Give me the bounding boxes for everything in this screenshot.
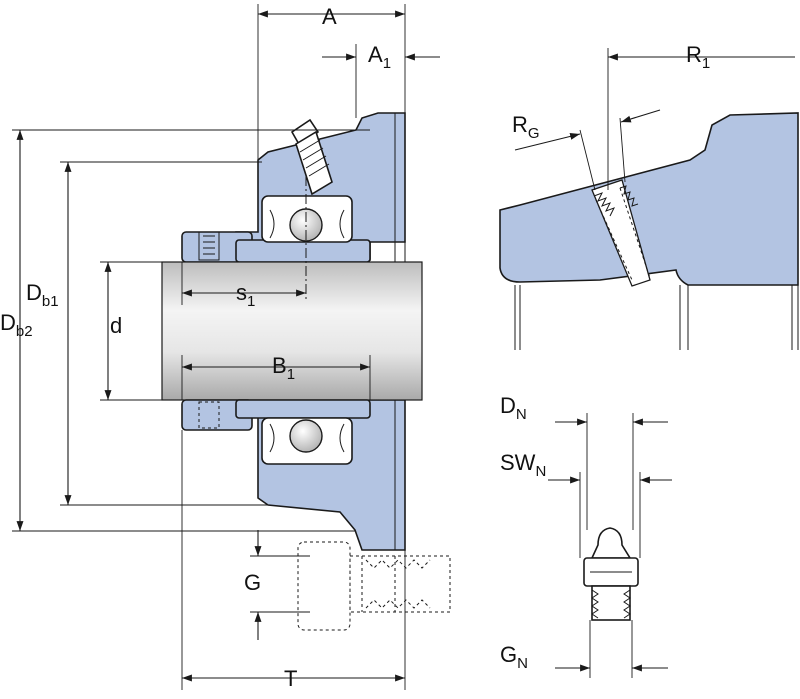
shaft — [161, 261, 423, 401]
dimension-labels: A A1 Db1 Db2 d s1 B1 G T R1 RG DN SWN GN — [0, 4, 710, 691]
nipple-head — [590, 527, 632, 559]
label-d: d — [110, 313, 122, 338]
nipple-thread — [591, 585, 631, 621]
dimensions-main — [12, 4, 440, 690]
label-SWN: SWN — [500, 450, 546, 480]
grub-screw-upper — [198, 231, 220, 261]
ball-lower — [289, 419, 323, 453]
attachment-bolt — [297, 541, 451, 631]
label-B1: B1 — [272, 353, 295, 383]
label-DN: DN — [500, 393, 527, 423]
label-G: G — [244, 570, 261, 595]
detail-grease-nipple — [548, 413, 672, 678]
label-GN: GN — [500, 642, 528, 672]
inner-ring-lower — [235, 399, 371, 419]
label-T: T — [284, 666, 297, 691]
thread-hole — [591, 179, 651, 287]
detail-thread-view — [499, 48, 799, 350]
label-A1: A1 — [368, 42, 391, 72]
inner-ring-upper — [235, 239, 371, 263]
label-Db1: Db1 — [26, 280, 59, 310]
label-s1: s1 — [236, 280, 255, 310]
label-RG: RG — [512, 112, 540, 142]
grease-nipple — [290, 118, 333, 196]
label-R1: R1 — [686, 42, 710, 72]
label-A: A — [322, 4, 337, 29]
label-Db2: Db2 — [0, 310, 33, 340]
main-section-view — [161, 112, 451, 631]
housing-detail — [499, 112, 799, 286]
